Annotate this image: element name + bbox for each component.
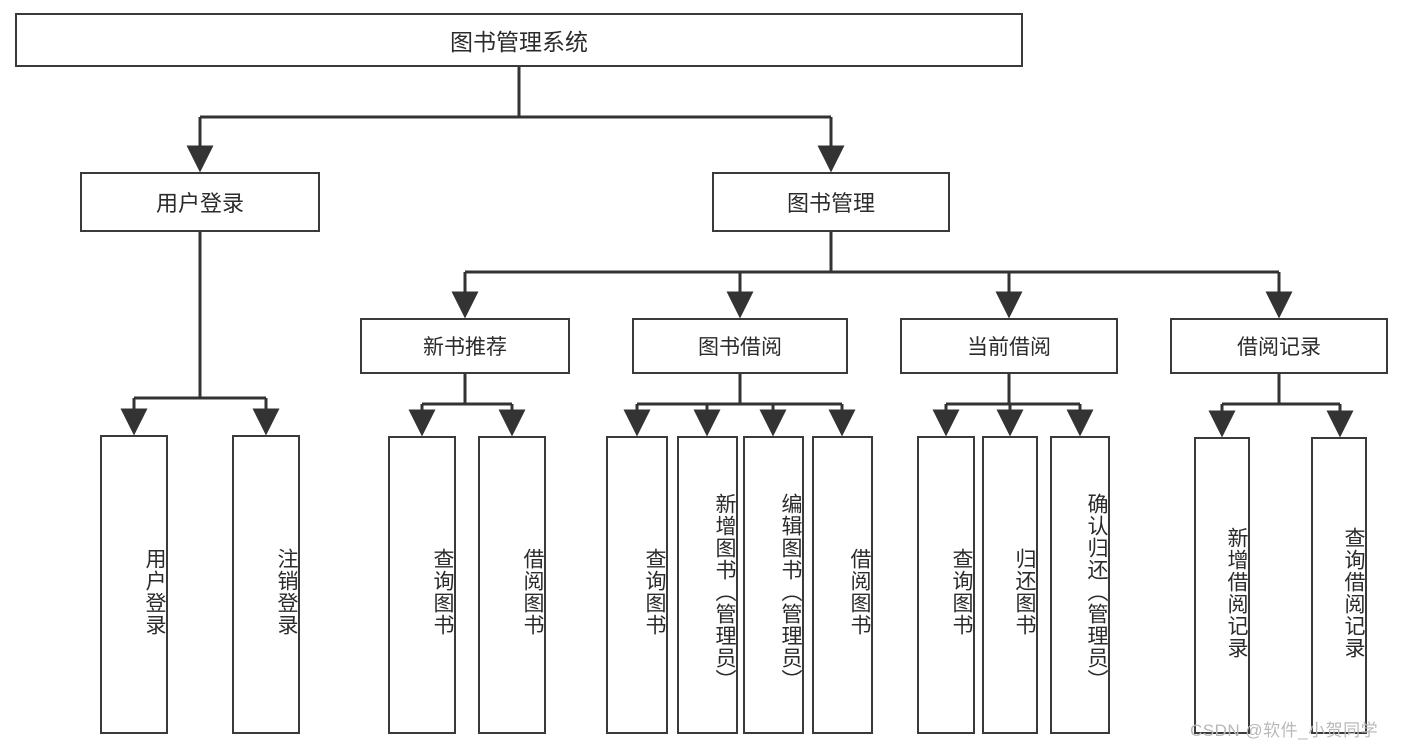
node-label: 注销登录 <box>275 547 298 636</box>
node-user-login[interactable]: 用户登录 <box>80 172 320 232</box>
leaf-return-book[interactable]: 归还图书 <box>982 436 1038 734</box>
leaf-add-borrow-record[interactable]: 新增借阅记录 <box>1194 437 1250 734</box>
node-new-book-recommend[interactable]: 新书推荐 <box>360 318 570 374</box>
leaf-borrow-book-recommend[interactable]: 借阅图书 <box>478 436 546 734</box>
node-label: 用户登录 <box>143 547 166 636</box>
node-root-system[interactable]: 图书管理系统 <box>15 13 1023 67</box>
node-label: 图书管理系统 <box>450 29 588 55</box>
node-label: 新书推荐 <box>423 336 507 359</box>
leaf-logout[interactable]: 注销登录 <box>232 435 300 734</box>
node-label: 新增图书（管理员） <box>713 493 736 691</box>
node-label: 查询图书 <box>950 548 973 636</box>
node-label: 查询图书 <box>431 548 454 636</box>
leaf-query-book-borrow[interactable]: 查询图书 <box>606 436 668 734</box>
node-label: 图书借阅 <box>698 336 782 359</box>
node-label: 用户登录 <box>155 191 244 216</box>
node-label: 图书管理 <box>786 191 875 216</box>
leaf-confirm-return-admin[interactable]: 确认归还（管理员） <box>1050 436 1110 734</box>
leaf-user-login[interactable]: 用户登录 <box>100 435 168 734</box>
node-label: 当前借阅 <box>967 336 1051 359</box>
node-label: 借阅记录 <box>1237 336 1321 359</box>
node-book-borrow[interactable]: 图书借阅 <box>632 318 848 374</box>
node-book-management[interactable]: 图书管理 <box>712 172 950 232</box>
leaf-edit-book-admin[interactable]: 编辑图书（管理员） <box>743 436 804 734</box>
node-label: 借阅图书 <box>848 548 871 636</box>
node-label: 编辑图书（管理员） <box>779 493 802 691</box>
leaf-query-borrow-record[interactable]: 查询借阅记录 <box>1311 437 1367 734</box>
leaf-add-book-admin[interactable]: 新增图书（管理员） <box>677 436 738 734</box>
node-label: 查询借阅记录 <box>1342 526 1365 659</box>
node-label: 确认归还（管理员） <box>1085 493 1108 691</box>
node-label: 查询图书 <box>643 548 666 636</box>
node-label: 归还图书 <box>1013 548 1036 636</box>
node-current-borrow[interactable]: 当前借阅 <box>900 318 1118 374</box>
leaf-borrow-book[interactable]: 借阅图书 <box>812 436 873 734</box>
node-borrow-record[interactable]: 借阅记录 <box>1170 318 1388 374</box>
leaf-query-book-current[interactable]: 查询图书 <box>917 436 975 734</box>
leaf-query-book-recommend[interactable]: 查询图书 <box>388 436 456 734</box>
node-label: 新增借阅记录 <box>1225 526 1248 659</box>
node-label: 借阅图书 <box>521 548 544 636</box>
